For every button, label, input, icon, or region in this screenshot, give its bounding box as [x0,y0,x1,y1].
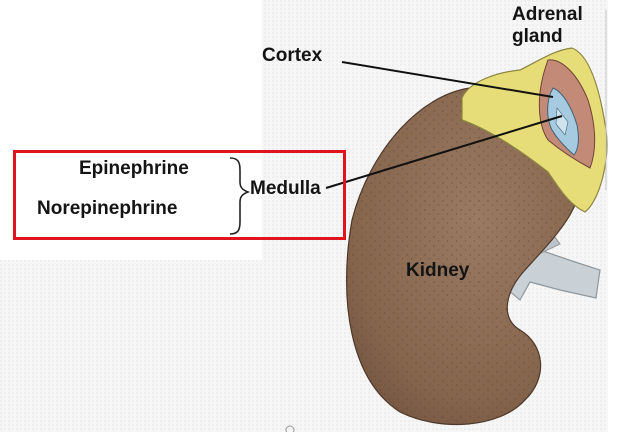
medulla-pointer-line [325,115,563,189]
curly-brace [229,157,251,235]
left-background-texture [0,260,262,432]
kidney-speckle [346,85,583,425]
cortex-label: Cortex [262,45,323,66]
cortex-pointer-line [341,61,554,98]
adrenal-label-line2: gland [512,26,563,47]
bottom-edge-mark [285,425,295,432]
medulla-label: Medulla [250,178,321,199]
adrenal-gland-label: Adrenal gland [512,4,583,48]
hormone-highlight-box [13,150,346,240]
norepinephrine-label: Norepinephrine [37,198,178,219]
kidney-label: Kidney [406,260,470,281]
epinephrine-label: Epinephrine [79,158,189,179]
adrenal-label-line1: Adrenal [512,4,583,25]
